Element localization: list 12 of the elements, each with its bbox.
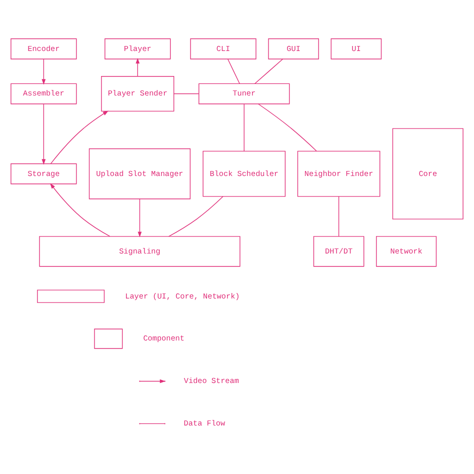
connector	[174, 92, 200, 94]
connector	[227, 58, 240, 84]
arrow	[136, 57, 140, 76]
arrow	[42, 58, 46, 84]
connector	[258, 103, 317, 151]
connector	[254, 58, 284, 84]
arrow	[50, 110, 108, 164]
arrow	[50, 182, 110, 236]
arrow	[138, 198, 142, 237]
arrow	[42, 103, 46, 164]
connector	[338, 196, 340, 236]
connector	[168, 196, 224, 236]
